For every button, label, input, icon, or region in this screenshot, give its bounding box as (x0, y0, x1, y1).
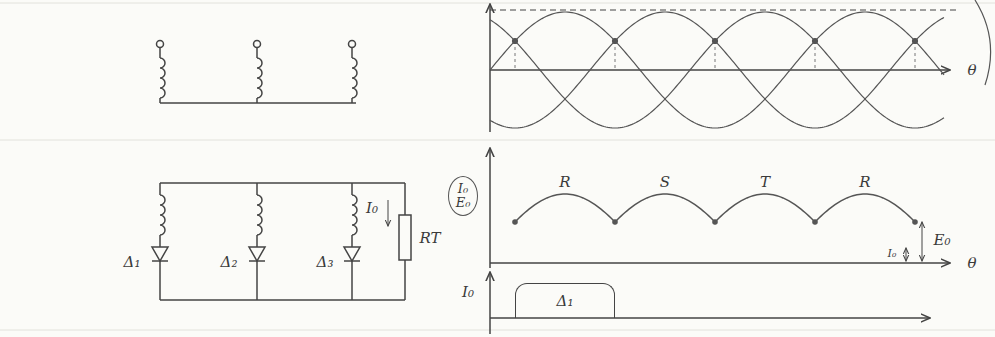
phase-waves (490, 12, 944, 224)
node-text: E₀ (449, 196, 477, 210)
conduction-pulse: Δ₁ (515, 283, 615, 318)
notebook-lines (0, 3, 995, 330)
diode-label: Δ₃ (317, 254, 334, 271)
axis-label: θ (967, 255, 976, 272)
node-text: Δ₁ (516, 293, 614, 310)
graph-axes (490, 4, 960, 334)
phase-label: T (760, 174, 770, 191)
diode-label: Δ₂ (221, 254, 238, 271)
current-label: I₀ (888, 248, 897, 260)
current-label: I₀ (366, 200, 378, 217)
axis-label: I₀ (462, 284, 474, 301)
margin-arc (975, 0, 991, 85)
circuit-wiring (152, 41, 411, 301)
axis-label: θ (967, 62, 976, 79)
diode-label: Δ₁ (124, 254, 141, 271)
circled-note: I₀E₀ (448, 176, 478, 216)
phase-label: R (559, 174, 570, 191)
node-text: I₀ (449, 182, 477, 196)
resistor-label: RT (419, 230, 440, 247)
phase-label: R (859, 174, 870, 191)
phase-label: S (660, 174, 670, 191)
voltage-label: E₀ (934, 232, 951, 249)
